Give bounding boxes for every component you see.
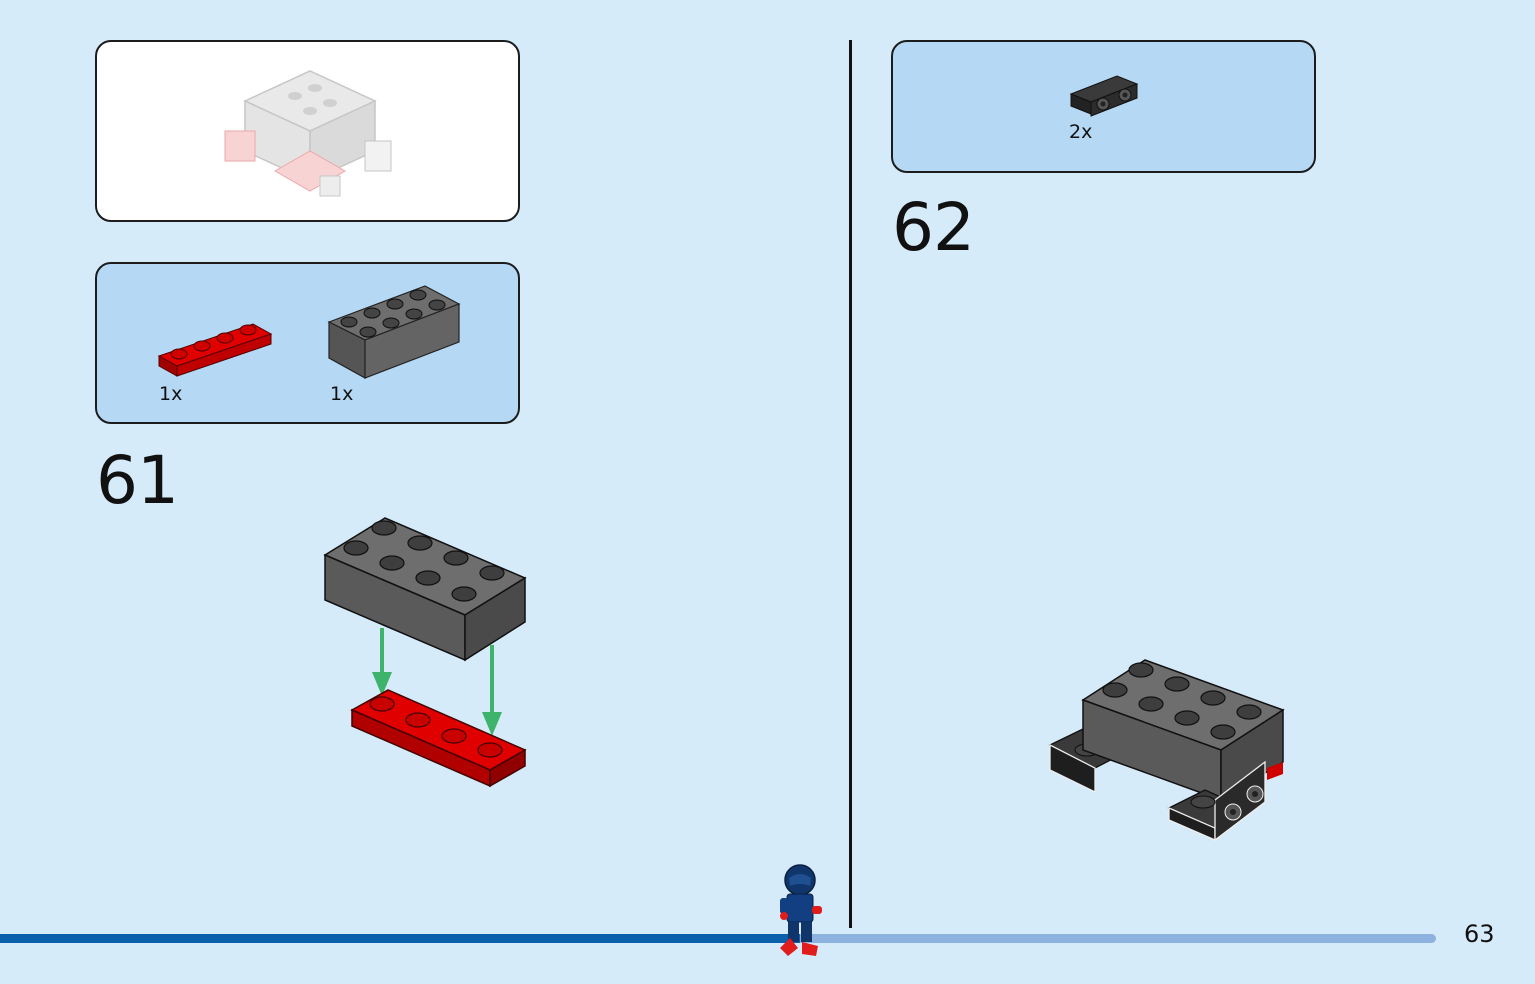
red-plate-part-icon [157, 323, 273, 377]
step-number-62: 62 [892, 189, 975, 266]
progress-bar-remaining [800, 934, 1436, 943]
page-divider [849, 40, 852, 928]
part-quantity: 1x [330, 383, 354, 405]
gray-brick-part-icon [327, 285, 461, 380]
part-quantity: 2x [1069, 121, 1093, 143]
parts-panel-step-62: 2x [891, 40, 1316, 173]
progress-bar-completed [0, 934, 800, 943]
assembled-model-preview-icon [224, 70, 392, 197]
page-number: 63 [1464, 920, 1495, 948]
part-quantity: 1x [159, 383, 183, 405]
parts-panel-step-61: 1x 1x [95, 262, 520, 424]
step-62-build-illustration [1048, 659, 1285, 842]
minifigure-runner-icon [780, 864, 822, 956]
model-preview-panel [95, 40, 520, 222]
step-number-61: 61 [96, 442, 179, 519]
step-61-build-illustration [323, 517, 527, 788]
black-bracket-part-icon [1069, 75, 1139, 117]
